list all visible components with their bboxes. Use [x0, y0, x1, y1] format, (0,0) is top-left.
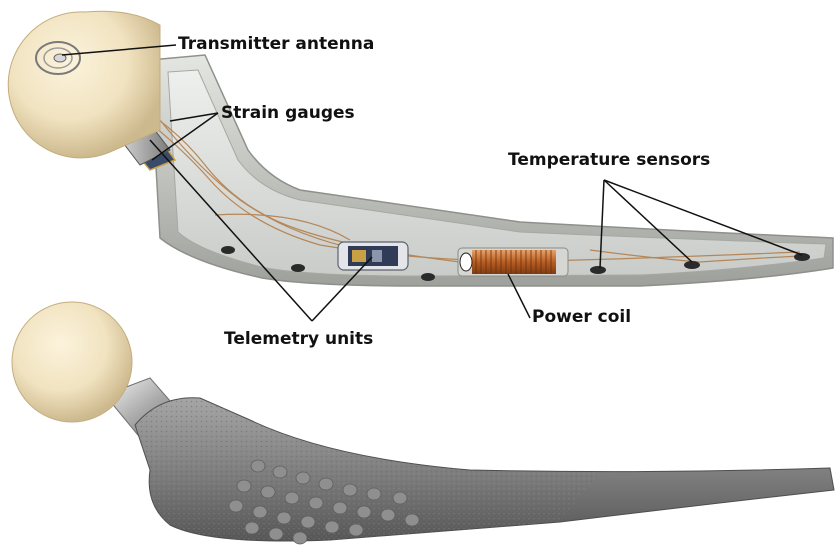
label-telemetry-units: Telemetry units	[224, 331, 373, 348]
telemetry-unit	[338, 242, 408, 270]
power-coil	[458, 248, 568, 276]
instrumented-implant-cutaway	[60, 45, 833, 286]
ceramic-head	[12, 302, 132, 422]
label-power-coil: Power coil	[532, 309, 631, 326]
complete-implant	[12, 302, 834, 544]
cut-ceramic-head	[8, 11, 160, 158]
label-temperature-sensors: Temperature sensors	[508, 152, 710, 169]
label-transmitter-antenna: Transmitter antenna	[178, 36, 374, 53]
label-strain-gauges: Strain gauges	[221, 105, 355, 122]
